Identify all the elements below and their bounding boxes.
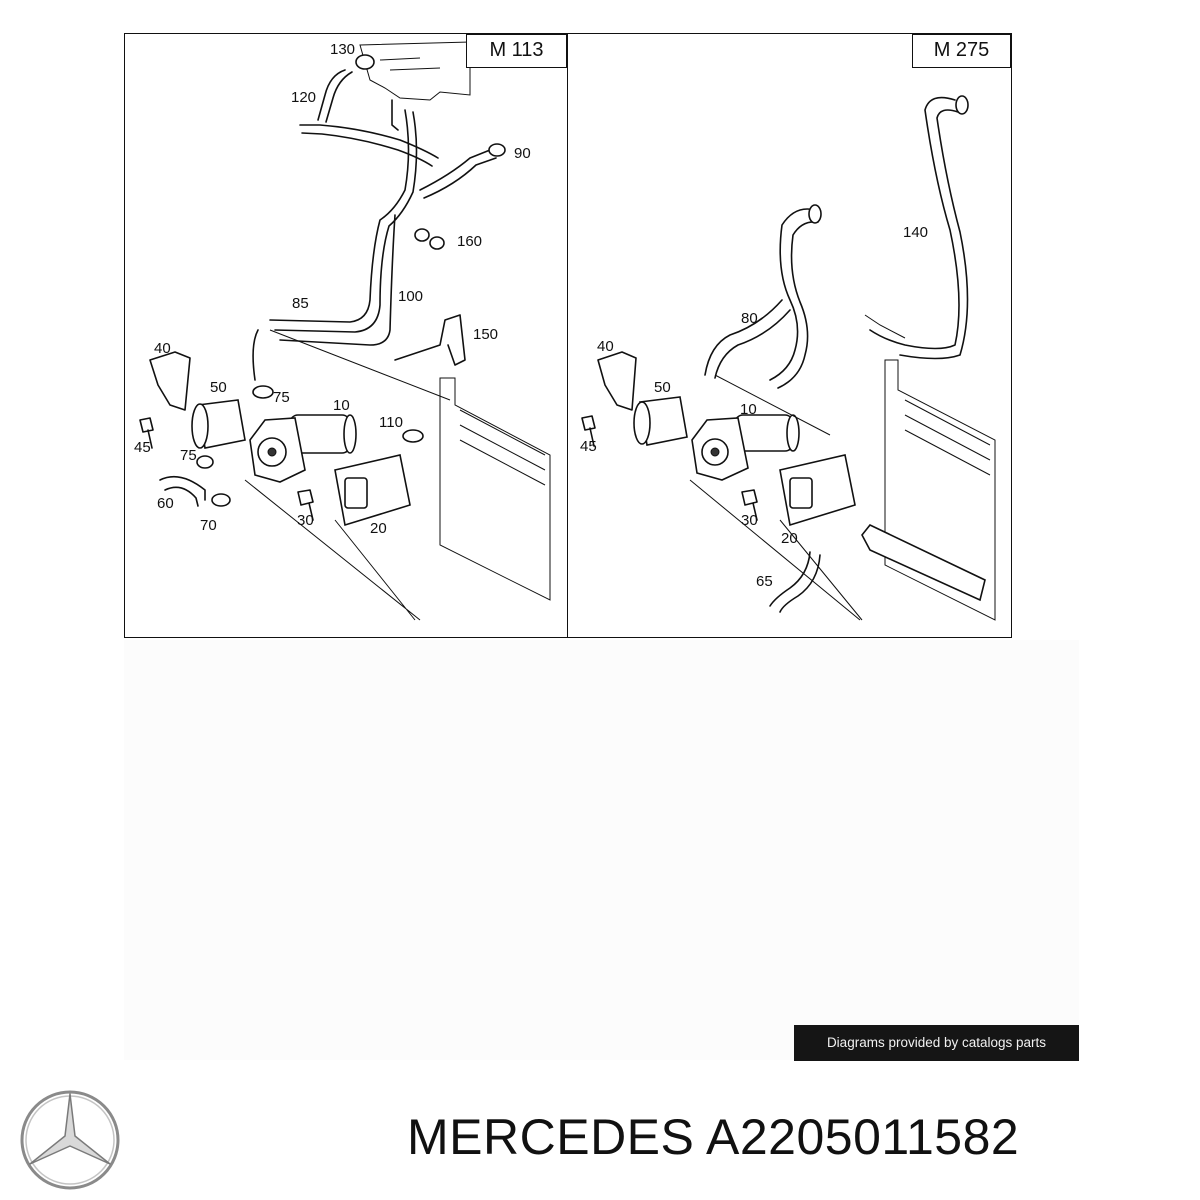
callout-120: 120 — [291, 89, 316, 106]
hose-80-branch — [704, 299, 783, 376]
callout-10: 10 — [740, 401, 757, 418]
callout-10: 10 — [333, 397, 350, 414]
hose-65-edge — [779, 554, 821, 613]
panel-m113-drawing — [139, 41, 551, 621]
credit-badge: Diagrams provided by catalogs parts — [794, 1025, 1079, 1061]
radiator-m275 — [884, 359, 996, 621]
callout-30: 30 — [297, 512, 314, 529]
pump-hub-right — [710, 447, 720, 457]
callout-75: 75 — [273, 389, 290, 406]
control-unit-20-right — [779, 454, 856, 527]
bolt-45 — [139, 417, 154, 449]
pump-motor-end — [343, 414, 357, 454]
lower-blank-area — [124, 640, 1079, 1060]
callout-100: 100 — [398, 288, 423, 305]
coolant-reservoir — [359, 41, 471, 101]
hose-80-end — [808, 204, 822, 224]
clamp-160a — [414, 228, 430, 242]
callout-130: 130 — [330, 41, 355, 58]
panel-m275-drawing — [581, 95, 996, 621]
hose-140-edge — [899, 109, 969, 360]
sleeve-50-right-opening — [633, 401, 651, 445]
hose-65 — [769, 551, 811, 607]
bracket-150 — [394, 314, 466, 366]
callout-85: 85 — [292, 295, 309, 312]
hose-120-edge — [325, 71, 353, 123]
hose-85-edge — [274, 111, 418, 333]
callout-20: 20 — [370, 520, 387, 537]
pump-motor-right-end — [786, 414, 800, 452]
reservoir-nozzle — [391, 99, 399, 131]
mercedes-star-icon — [20, 1090, 120, 1190]
clamp-160b — [429, 236, 445, 250]
hose-85 — [269, 109, 410, 323]
clamp-110 — [402, 429, 424, 443]
callouts-m113: 130 120 90 160 85 100 150 40 50 75 10 110 45 75 60 70 30… — [134, 41, 531, 537]
callout-90: 90 — [514, 145, 531, 162]
radiator-fins-m275 — [904, 399, 991, 476]
hose-140-end — [955, 95, 969, 115]
hose-80-edge — [777, 220, 819, 389]
callout-140: 140 — [903, 224, 928, 241]
pump-hub — [267, 447, 277, 457]
callout-150: 150 — [473, 326, 498, 343]
hose-upper — [299, 124, 439, 159]
callout-110: 110 — [379, 414, 403, 431]
reservoir-detail — [379, 57, 441, 71]
control-unit-20 — [334, 454, 411, 527]
callout-40: 40 — [597, 338, 614, 355]
callouts-m275: 140 80 40 50 10 45 30 20 65 — [580, 224, 928, 590]
sleeve-50-opening — [191, 403, 209, 449]
intercooler-m275 — [861, 524, 986, 602]
callout-70: 70 — [200, 517, 217, 534]
callout-45: 45 — [134, 439, 151, 456]
callout-50: 50 — [210, 379, 227, 396]
panel-divider — [567, 33, 568, 638]
callout-65: 65 — [756, 573, 773, 590]
control-unit-window — [344, 477, 368, 509]
callout-20: 20 — [781, 530, 798, 547]
control-unit-right-window — [789, 477, 813, 509]
hose-90-branch — [419, 149, 491, 191]
bolt-45-right — [581, 415, 596, 447]
leader-lines-m275 — [689, 374, 863, 621]
clamp-75-lower — [196, 455, 214, 469]
bracket-40 — [149, 351, 191, 411]
hose-to-pump — [252, 329, 259, 381]
hose-upper-edge — [301, 132, 433, 167]
callout-80: 80 — [741, 310, 758, 327]
hose-140-tip — [864, 314, 906, 339]
diagram-frame — [124, 33, 1012, 638]
clamp-75-upper — [252, 385, 274, 399]
callout-45: 45 — [580, 438, 597, 455]
bracket-40-right — [597, 351, 637, 411]
callout-60: 60 — [157, 495, 174, 512]
callout-160: 160 — [457, 233, 482, 250]
hose-60-edge — [164, 486, 199, 507]
hose-60 — [159, 475, 206, 501]
model-label-m275: M 275 — [912, 34, 1011, 68]
callout-50: 50 — [654, 379, 671, 396]
callout-30: 30 — [741, 512, 758, 529]
callout-40: 40 — [154, 340, 171, 357]
bolt-30 — [297, 489, 314, 521]
hose-80 — [769, 208, 816, 381]
hose-100 — [279, 214, 396, 346]
clamp-90 — [488, 143, 506, 157]
callout-75: 75 — [180, 447, 197, 464]
radiator-fins-m113 — [459, 409, 546, 486]
bolt-30-right — [741, 489, 758, 521]
hose-140 — [869, 96, 960, 350]
radiator-m113 — [439, 377, 551, 601]
leader-lines-m113 — [244, 329, 451, 621]
part-title: MERCEDES A2205011582 — [407, 1109, 1020, 1165]
clamp-130 — [355, 54, 375, 70]
hose-120 — [317, 69, 346, 121]
hose-80-branch-edge — [714, 309, 791, 379]
clamp-70 — [211, 493, 231, 507]
hose-90-branch-edge — [423, 157, 497, 199]
model-label-m113: M 113 — [466, 34, 567, 68]
